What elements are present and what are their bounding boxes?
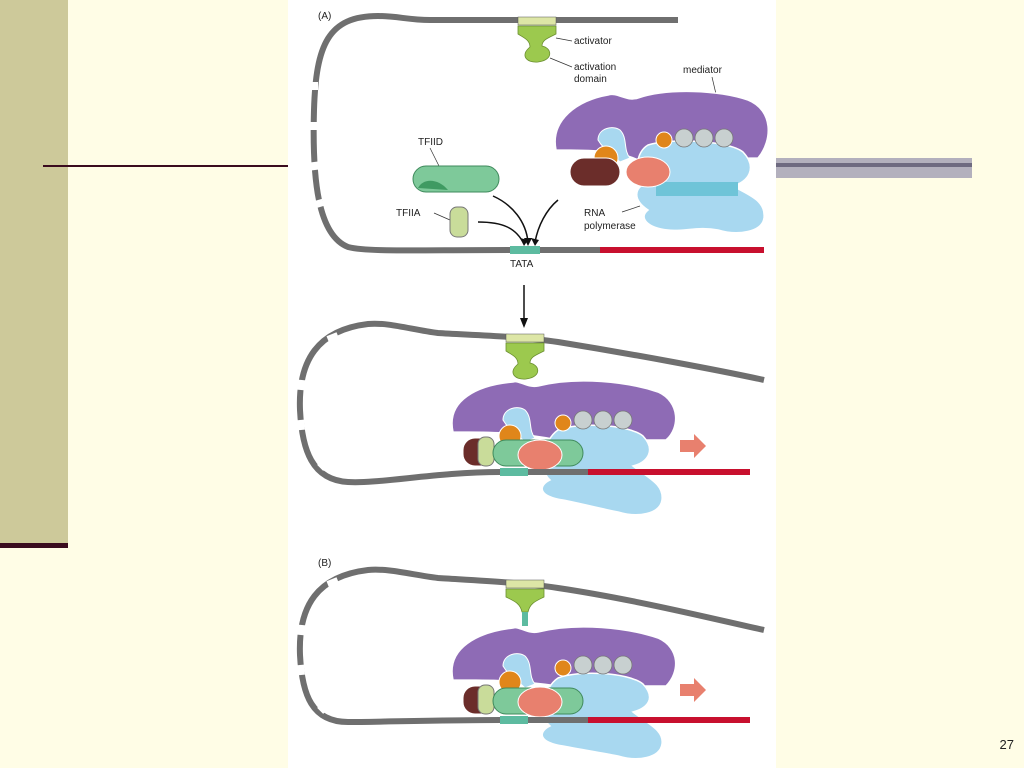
transcription-diagram: (A) activator activation domain mediator… <box>288 0 776 768</box>
tfiia-leader <box>433 212 451 221</box>
brown-factor <box>569 157 621 187</box>
transcription-arrow-a <box>680 434 706 458</box>
activation-domain-leader <box>549 57 573 68</box>
activator-binding-site <box>505 579 545 589</box>
activator <box>517 25 557 63</box>
orange-factor-small <box>554 414 572 432</box>
grey-factor <box>573 410 593 430</box>
tata-label: TATA <box>510 259 534 270</box>
tfiid-arrow <box>492 195 529 243</box>
activator-leader <box>555 37 573 42</box>
dna-gap <box>310 161 319 171</box>
slide-number: 27 <box>999 737 1014 752</box>
grey-factor <box>694 128 714 148</box>
mediator-leader <box>711 76 717 95</box>
title-rule-left <box>43 165 288 167</box>
dna-gap <box>297 379 306 391</box>
dna-gap <box>314 198 324 209</box>
step-arrowhead <box>520 318 528 328</box>
tfiid-subunit <box>418 180 448 190</box>
grey-factor <box>714 128 734 148</box>
grey-factor <box>674 128 694 148</box>
grey-factor <box>593 655 613 675</box>
dna-strand-a2 <box>296 320 765 486</box>
panel-b-label: (B) <box>318 558 331 569</box>
diagram-svg: (A) activator activation domain mediator… <box>296 11 769 760</box>
activation-domain-label-2: domain <box>574 74 607 85</box>
grey-factor <box>613 655 633 675</box>
orange-factor-small <box>554 659 572 677</box>
activator-binding-site <box>517 16 557 26</box>
grey-factor <box>593 410 613 430</box>
orange-factor-small <box>655 131 673 149</box>
rna-polymerase-label-2: polymerase <box>584 221 636 232</box>
tfiia-arrow <box>477 221 525 245</box>
tfiid-label: TFIID <box>418 137 443 148</box>
rna-polymerase-label-1: RNA <box>584 208 605 219</box>
dna-gap <box>296 664 305 676</box>
dna-gap <box>326 332 340 344</box>
activator-b <box>505 588 545 613</box>
tfiia <box>477 684 495 715</box>
dna-gap <box>326 577 340 589</box>
panel-a-label: (A) <box>318 11 331 22</box>
activator-label: activator <box>574 36 612 47</box>
polymerase-arrow <box>534 199 559 243</box>
tfiia-label: TFIIA <box>396 208 421 219</box>
dna-gap <box>317 702 329 714</box>
transcription-arrow-b <box>680 678 706 702</box>
dna-gap <box>297 624 306 636</box>
activator <box>505 342 545 380</box>
rna-polymerase-leader <box>621 205 641 213</box>
grey-factor <box>573 655 593 675</box>
arrowhead <box>531 238 539 246</box>
polymerase-cleft <box>656 182 738 196</box>
left-bar-rule <box>0 543 68 548</box>
salmon-factor <box>517 439 563 471</box>
activator-binding-site <box>505 333 545 343</box>
dna-gap <box>296 419 305 431</box>
left-decorative-bar <box>0 0 68 545</box>
salmon-factor <box>625 156 671 188</box>
arrowhead <box>524 238 532 246</box>
tfiia <box>477 436 495 467</box>
tfiia <box>449 206 469 238</box>
mediator-label: mediator <box>683 65 723 76</box>
grey-factor <box>613 410 633 430</box>
title-rule-right <box>776 158 972 178</box>
tata-box-a <box>510 246 540 254</box>
salmon-factor <box>517 686 563 718</box>
dna-strand-b <box>296 566 765 726</box>
activator-linker <box>522 612 528 626</box>
activation-domain-label-1: activation <box>574 62 616 73</box>
tata-box-b <box>500 716 528 724</box>
rna-polymerase <box>541 672 663 760</box>
tfiid-leader <box>429 147 441 169</box>
dna-gap <box>317 459 329 471</box>
tata-box-a2 <box>500 468 528 476</box>
